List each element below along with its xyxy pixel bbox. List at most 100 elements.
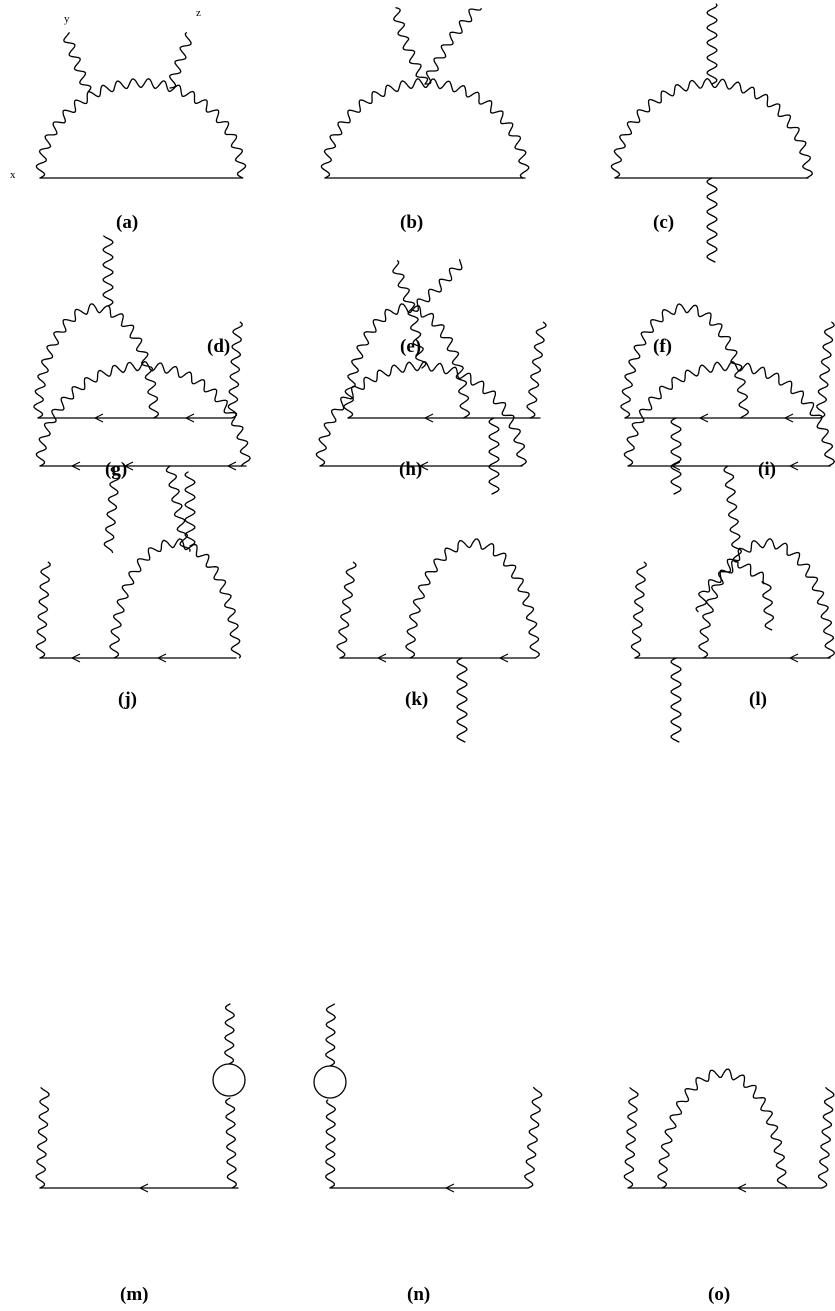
photon-leg-2: [165, 465, 191, 552]
photon-leg-z: [169, 32, 192, 89]
photon-leg-right-lower: [225, 1097, 237, 1189]
photon-arc: [320, 78, 530, 179]
fermion-arrow: [783, 413, 794, 423]
photon-self-energy-loop: [212, 1063, 246, 1097]
diagram-n: [313, 1003, 543, 1193]
photon-leg-2: [411, 259, 463, 312]
photon-stem: [723, 465, 743, 563]
photon-leg-1: [392, 260, 427, 369]
diagram-e: [315, 259, 527, 471]
caption-a: (a): [116, 212, 138, 233]
fermion-arrow: [444, 1183, 455, 1193]
ext-label-y: y: [64, 13, 70, 25]
diagram-j: [35, 471, 242, 663]
fermion-arrow: [184, 413, 195, 423]
fermion-arrow: [788, 653, 799, 663]
photon-leg-right: [816, 321, 835, 419]
photon-leg-left: [630, 561, 647, 659]
photon-leg-top: [184, 471, 196, 547]
diagram-c: [610, 3, 813, 263]
caption-m: (m): [120, 1284, 148, 1305]
photon-leg-top: [706, 3, 718, 85]
photon-leg-bottom: [488, 417, 500, 495]
photon-arc: [35, 360, 251, 467]
fermion-arrow: [138, 1183, 149, 1193]
caption-c: (c): [653, 212, 674, 233]
photon-leg-crossed-2: [424, 8, 482, 85]
photon-leg-left: [623, 1087, 639, 1189]
fermion-arrow: [123, 461, 134, 471]
fermion-arrow: [70, 461, 81, 471]
ext-label-z: z: [196, 7, 201, 19]
photon-leg-right: [524, 1086, 543, 1189]
photon-leg-bottom: [706, 177, 718, 263]
fermion-arrow: [698, 413, 709, 423]
photon-arc: [657, 1068, 788, 1189]
photon-leg-right: [817, 1087, 835, 1189]
caption-l: (l): [749, 689, 767, 710]
photon-leg-top: [102, 235, 114, 307]
photon-leg-right: [526, 321, 547, 419]
photon-leg-left-upper: [325, 1003, 336, 1067]
photon-self-energy-loop: [313, 1065, 347, 1099]
photon-arc: [620, 303, 749, 419]
photon-leg-crossed-1: [393, 7, 429, 85]
photon-leg-2: [737, 561, 775, 631]
photon-leg-bottom: [670, 657, 682, 743]
caption-j: (j): [118, 689, 137, 710]
photon-arc: [33, 303, 160, 419]
caption-d: (d): [207, 336, 230, 357]
caption-i: (i): [758, 459, 776, 480]
caption-e: (e): [400, 336, 421, 357]
diagram-a: [35, 32, 247, 179]
photon-leg-right: [227, 321, 243, 419]
diagram-k: [336, 538, 540, 743]
caption-b: (b): [400, 212, 423, 233]
fermion-arrow: [226, 461, 237, 471]
photon-arc: [109, 538, 242, 659]
fermion-arrow: [498, 653, 509, 663]
photon-arc: [405, 538, 540, 659]
photon-leg-y: [63, 32, 92, 93]
diagram-l: [630, 538, 835, 743]
ext-label-x: x: [10, 169, 16, 181]
fermion-arrow: [376, 653, 387, 663]
photon-leg-1: [695, 559, 739, 613]
photon-leg-right-upper: [224, 1003, 235, 1065]
photon-arc: [623, 361, 835, 467]
caption-h: (h): [399, 459, 422, 480]
diagram-b: [320, 7, 530, 179]
diagram-i: [620, 303, 835, 495]
diagram-g: [33, 235, 243, 423]
caption-k: (k): [405, 689, 428, 710]
caption-o: (o): [708, 1284, 730, 1305]
fermion-arrow: [788, 461, 799, 471]
fermion-arrow: [736, 1183, 747, 1193]
diagram-h: [343, 303, 547, 495]
caption-g: (g): [105, 459, 127, 480]
photon-leg-left-lower: [325, 1099, 337, 1189]
photon-leg-left: [336, 561, 357, 659]
fermion-arrow: [156, 653, 167, 663]
fermion-arrow: [418, 461, 429, 471]
diagram-f: [623, 361, 835, 631]
diagram-m: [35, 1003, 246, 1193]
photon-leg-1: [103, 465, 120, 554]
photon-arc: [35, 78, 247, 179]
photon-leg-bottom: [670, 417, 682, 495]
photon-arc: [610, 77, 813, 179]
photon-leg-left: [35, 561, 51, 659]
photon-arc: [315, 361, 527, 467]
photon-leg-bottom: [456, 657, 468, 743]
fermion-arrow: [423, 413, 434, 423]
diagram-d: [35, 360, 251, 554]
caption-f: (f): [653, 336, 672, 357]
photon-arc: [698, 538, 835, 659]
photon-leg-left: [35, 1087, 50, 1189]
diagram-o: [623, 1068, 835, 1193]
caption-n: (n): [407, 1284, 430, 1305]
fermion-arrow: [70, 653, 81, 663]
fermion-arrow: [93, 413, 104, 423]
photon-arc: [343, 303, 470, 419]
